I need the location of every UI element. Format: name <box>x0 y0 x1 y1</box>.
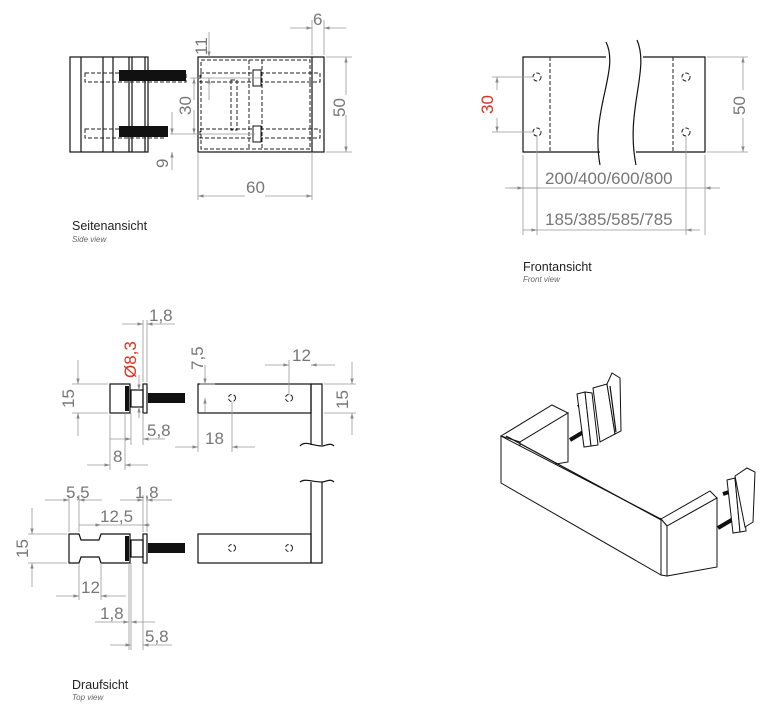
dim-11: 11 <box>192 37 211 55</box>
dim-7-5: 7,5 <box>188 346 207 370</box>
dim-15-right: 15 <box>333 390 352 409</box>
dim-15-left: 15 <box>59 389 78 408</box>
dim-1-8-bottom: 1,8 <box>100 604 124 623</box>
dim-12-lower: 12 <box>81 578 100 597</box>
hole <box>285 544 293 552</box>
top-view-subtitle: Top view <box>72 693 105 702</box>
hole <box>228 544 236 552</box>
side-view-bar <box>197 56 325 153</box>
right-end-face <box>666 497 718 577</box>
hole <box>681 72 691 82</box>
front-view-bar <box>522 39 706 166</box>
hole <box>228 394 236 402</box>
hole <box>532 72 542 82</box>
dim-hole-spacing: 185/385/585/785 <box>545 210 673 229</box>
side-view-subtitle: Side view <box>72 235 107 244</box>
bolt <box>148 543 185 553</box>
side-view-dimensions: 6 11 30 9 50 60 <box>153 10 352 200</box>
front-view: 30 50 200/400/600/800 185/385/585/785 Fr… <box>478 39 749 284</box>
dim-8: 8 <box>113 447 122 466</box>
bolt <box>148 393 185 403</box>
front-view-title: Frontansicht <box>523 260 592 274</box>
dim-9: 9 <box>153 159 172 168</box>
front-view-dimensions: 30 50 200/400/600/800 185/385/585/785 <box>478 56 749 235</box>
dim-6: 6 <box>313 10 322 29</box>
bolt-lower <box>119 126 168 137</box>
dim-15: 15 <box>13 539 32 558</box>
dim-5-8: 5,8 <box>147 421 171 440</box>
dim-30: 30 <box>176 96 195 115</box>
side-view: 6 11 30 9 50 60 Seitenansicht Side view <box>69 10 352 244</box>
top-view-lower: 5,5 1,8 12,5 15 12 1,8 5,8 Dr <box>13 479 335 702</box>
hole <box>285 394 293 402</box>
top-view-upper-dimensions: 15 1,8 Ø8,3 7,5 12 15 5,8 <box>59 306 356 470</box>
side-view-title: Seitenansicht <box>72 219 148 233</box>
dim-lengths: 200/400/600/800 <box>545 169 673 188</box>
dim-5-5: 5,5 <box>66 483 90 502</box>
dim-12: 12 <box>292 346 311 365</box>
isometric-clamp-upper <box>568 372 622 448</box>
dim-50-height: 50 <box>730 96 749 115</box>
bar-front-face <box>500 435 662 576</box>
top-view-title: Draufsicht <box>72 678 129 692</box>
dim-18: 18 <box>205 429 224 448</box>
hole <box>681 127 691 137</box>
dim-12-5: 12,5 <box>100 507 133 526</box>
isometric-clamp-lower <box>716 467 756 534</box>
isometric-view <box>499 372 756 577</box>
bolt-upper <box>119 70 186 81</box>
top-view-lower-dimensions: 5,5 1,8 12,5 15 12 1,8 5,8 <box>13 483 172 650</box>
front-view-subtitle: Front view <box>523 275 561 284</box>
dim-1-8-top: 1,8 <box>135 483 159 502</box>
dim-5-8-bottom: 5,8 <box>145 627 169 646</box>
hole <box>532 127 542 137</box>
dim-30-hole-spacing: 30 <box>478 95 497 114</box>
top-view-upper: 15 1,8 Ø8,3 7,5 12 15 5,8 <box>59 306 356 470</box>
dim-50: 50 <box>330 98 349 117</box>
dim-1-8: 1,8 <box>149 306 173 325</box>
dim-diameter: Ø8,3 <box>121 341 140 378</box>
dim-60: 60 <box>246 178 265 197</box>
